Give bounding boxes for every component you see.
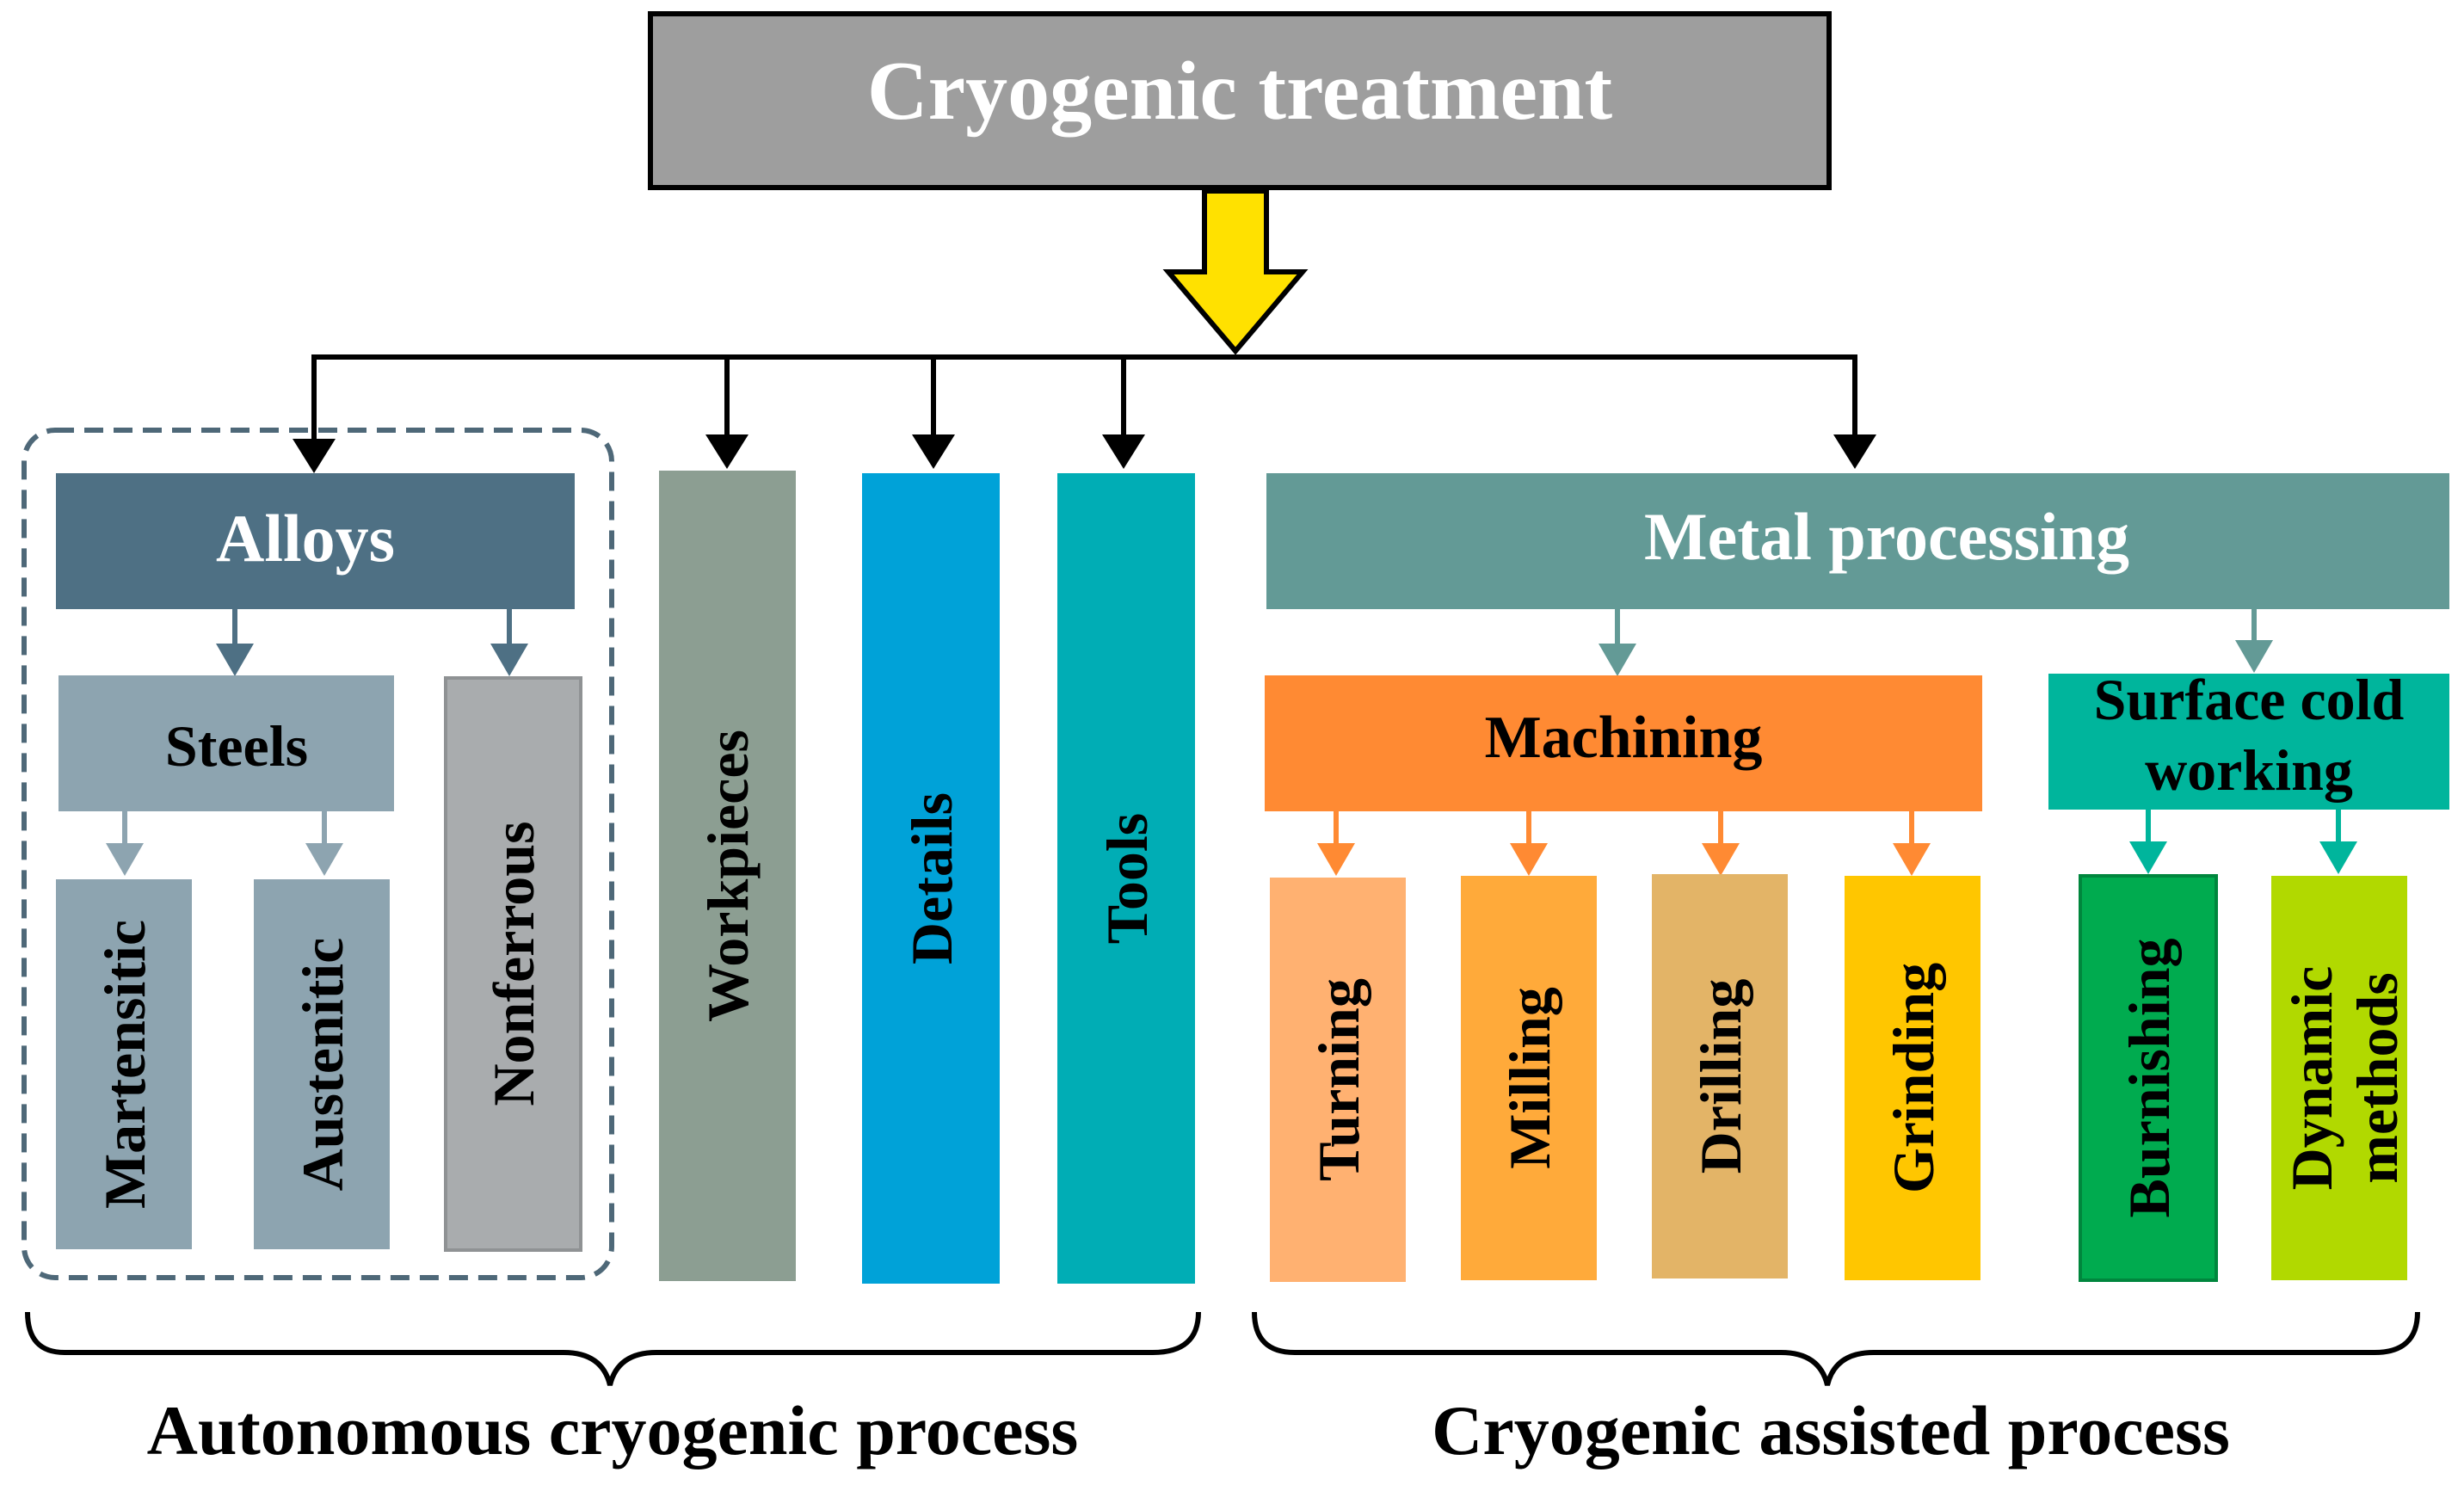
tools-box <box>1057 473 1195 1284</box>
dynamic-methods-box <box>2271 876 2407 1280</box>
nonferrous-label: Nonferrous <box>481 821 546 1106</box>
details-box <box>862 473 1000 1284</box>
martensitic-label: Martensitic <box>92 920 157 1209</box>
austenitic-box <box>254 879 390 1249</box>
alloys-label: Alloys <box>216 501 395 576</box>
machining-sub-arrows <box>1317 811 1931 876</box>
surface-cold-working-label-line1: Surface cold <box>2094 667 2405 732</box>
machining-label: Machining <box>1485 705 1763 771</box>
steels-sub-arrows <box>106 811 343 876</box>
alloys-group-frame <box>22 428 614 1280</box>
surface-cold-working-label-line2: working <box>2145 737 2353 803</box>
burnishing-box <box>2079 874 2218 1282</box>
workpieces-box <box>659 471 796 1281</box>
dynamic-methods-label-line2: methods <box>2344 972 2410 1184</box>
tools-label: Tools <box>1094 813 1160 944</box>
drilling-box <box>1652 874 1788 1278</box>
title-text: Cryogenic treatment <box>867 45 1613 138</box>
steels-label: Steels <box>165 713 308 779</box>
dynamic-methods-label-line1: Dynamic <box>2279 966 2344 1191</box>
branch-arrowheads <box>293 434 1876 473</box>
grinding-label: Grinding <box>1881 963 1946 1193</box>
right-brace <box>1252 1311 2420 1386</box>
steels-box <box>59 675 394 811</box>
details-label: Details <box>899 792 964 964</box>
surface-cold-working-box <box>2048 674 2449 810</box>
metal-processing-label: Metal processing <box>1644 499 2129 574</box>
nonferrous-box <box>444 676 582 1252</box>
workpieces-label: Workpieces <box>695 730 761 1022</box>
milling-label: Milling <box>1497 987 1562 1169</box>
surface-cold-working-sub-arrows <box>2129 810 2357 874</box>
machining-box <box>1265 675 1982 811</box>
grinding-box <box>1845 876 1980 1280</box>
burnishing-label: Burnishing <box>2116 938 2182 1217</box>
turning-label: Turning <box>1306 978 1371 1181</box>
austenitic-label: Austenitic <box>290 938 355 1192</box>
alloys-box <box>56 473 575 609</box>
left-brace <box>25 1311 1201 1386</box>
branch-connectors <box>311 354 1857 449</box>
milling-box <box>1461 876 1597 1280</box>
drilling-label: Drilling <box>1688 979 1753 1174</box>
yellow-down-arrow <box>1162 188 1309 355</box>
metal-processing-box <box>1266 473 2449 609</box>
alloys-sub-arrows <box>216 609 528 676</box>
title-box <box>648 11 1832 190</box>
martensitic-box <box>56 879 192 1249</box>
right-brace-label: Cryogenic assisted process <box>1432 1391 2230 1469</box>
turning-box <box>1270 878 1406 1282</box>
metal-processing-sub-arrows <box>1599 609 2273 676</box>
left-brace-label: Autonomous cryogenic process <box>147 1391 1079 1469</box>
